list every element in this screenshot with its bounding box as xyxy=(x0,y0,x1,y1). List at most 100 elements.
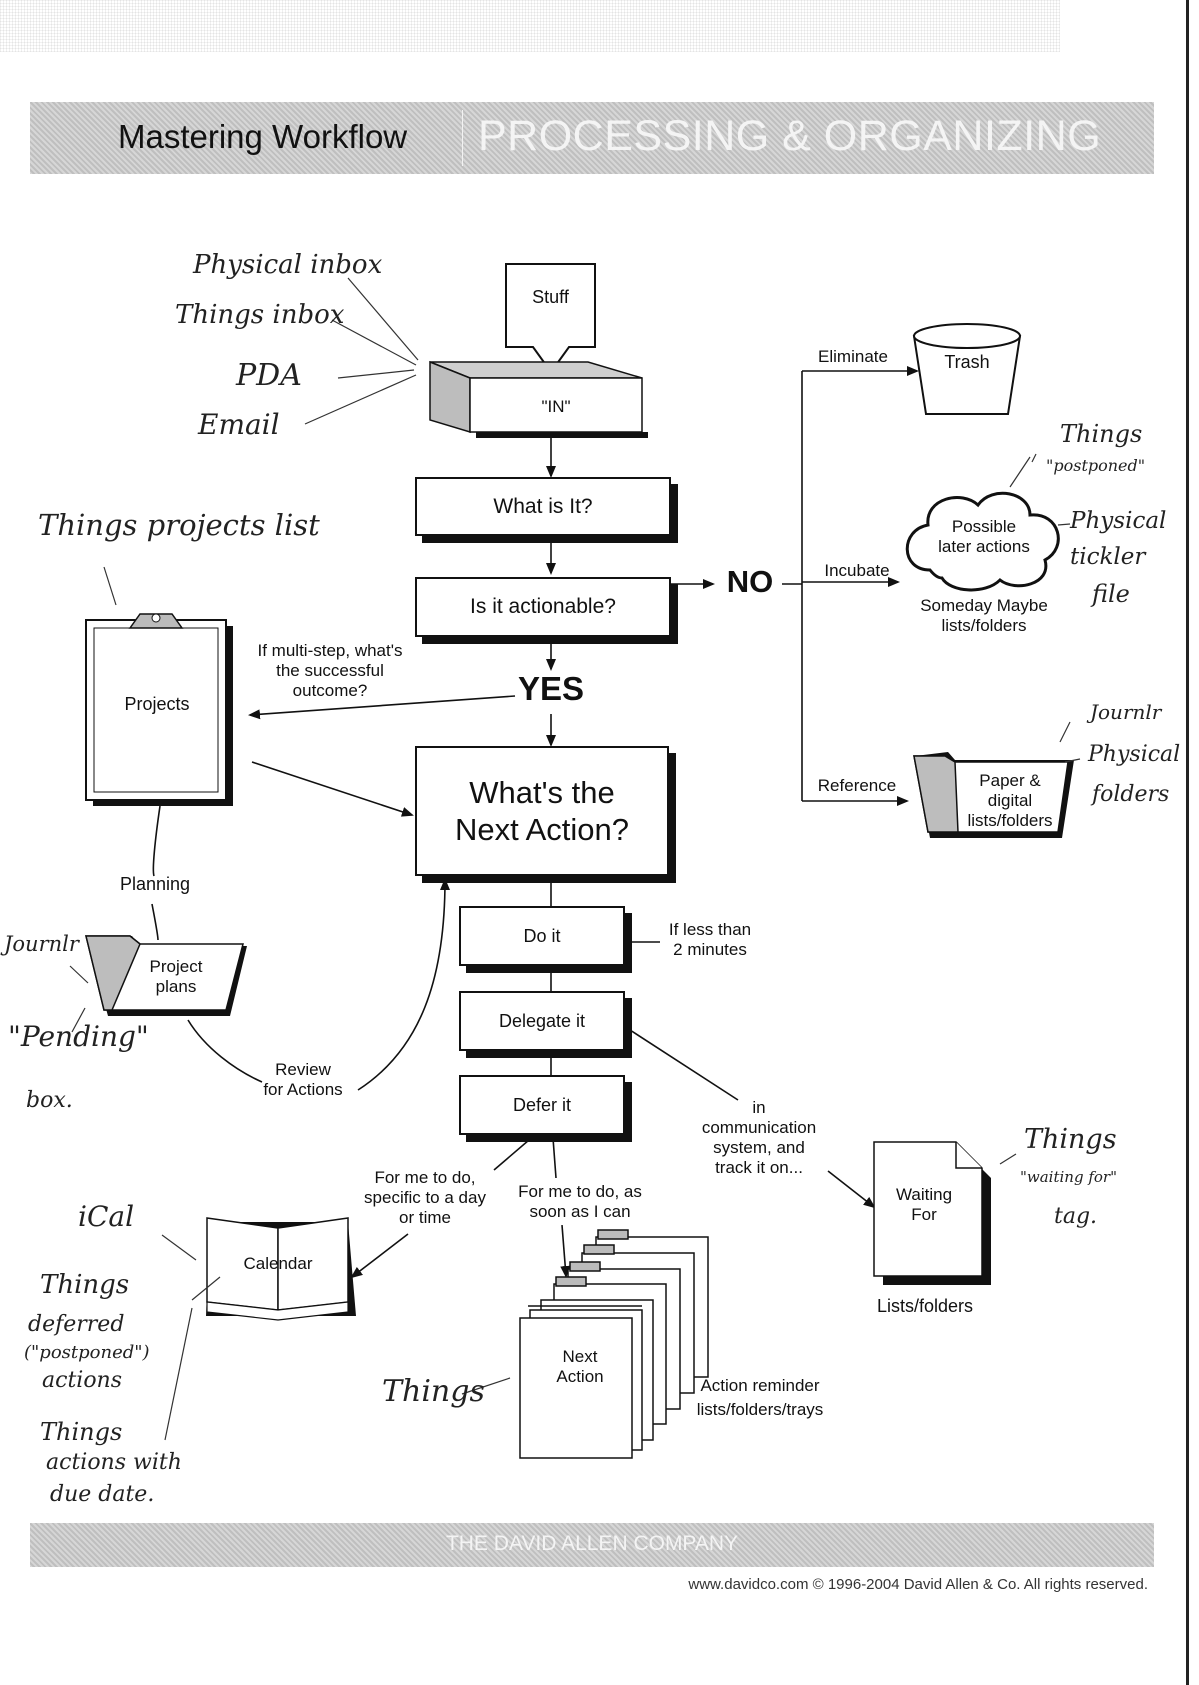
paper-line2: digital xyxy=(987,791,1033,810)
hand-folders-line2: folders xyxy=(1092,782,1170,807)
calendar-label: Calendar xyxy=(243,1254,313,1273)
multistep-line2: the successful xyxy=(276,661,384,680)
reminder-line2: lists/folders/trays xyxy=(696,1400,824,1419)
hand-journlr-left: Journlr xyxy=(4,932,79,956)
project-plans-line1: Project xyxy=(149,957,203,976)
me-soon-line1: For me to do, as xyxy=(518,1182,642,1201)
hand-postponed-line2: "postponed" xyxy=(1046,456,1146,475)
header-bar xyxy=(30,102,1154,174)
comm-line4: track it on... xyxy=(715,1158,803,1177)
next-action-line1: What's the xyxy=(469,775,615,810)
hand-journlr-right: Journlr xyxy=(1090,700,1162,724)
next-action-tray-line2: Action xyxy=(556,1367,604,1386)
reference-label: Reference xyxy=(817,776,897,795)
header-title: Mastering Workflow xyxy=(118,118,408,155)
reminder-line1: Action reminder xyxy=(700,1376,820,1395)
hand-due-line2: actions with xyxy=(46,1450,182,1475)
clipboard-shape xyxy=(85,613,233,806)
possible-line2: later actions xyxy=(938,537,1030,556)
in-label: "IN" xyxy=(541,397,571,416)
delegate-it-label: Delegate it xyxy=(498,1010,586,1031)
me-soon-line2: soon as I can xyxy=(529,1202,631,1221)
do-it-box: Do it xyxy=(459,906,625,966)
trash-label: Trash xyxy=(944,352,990,372)
planning-label: Planning xyxy=(119,874,191,894)
hand-folders-line1: Physical xyxy=(1088,742,1181,767)
comm-line3: system, and xyxy=(713,1138,805,1157)
footer-company: THE DAVID ALLEN COMPANY xyxy=(445,1532,739,1555)
header-divider xyxy=(462,110,463,166)
review-line2: for Actions xyxy=(263,1080,343,1099)
action-trays-shape xyxy=(519,1229,709,1459)
delegate-it-box: Delegate it xyxy=(459,991,625,1051)
scan-noise xyxy=(0,0,1060,52)
hand-waiting-tag-line1: Things xyxy=(1024,1124,1117,1155)
hand-email: Email xyxy=(198,408,280,441)
lists-folders-label: Lists/folders xyxy=(876,1296,974,1316)
hand-tickler-line3: file xyxy=(1092,580,1130,608)
hand-tickler-line2: tickler xyxy=(1070,544,1146,570)
waiting-line1: Waiting xyxy=(895,1185,953,1204)
multistep-line1: If multi-step, what's xyxy=(257,641,403,660)
hand-things-projects: Things projects list xyxy=(38,508,320,542)
header-subtitle: PROCESSING & ORGANIZING xyxy=(478,112,1102,160)
waiting-line2: For xyxy=(911,1205,937,1224)
hand-tickler-line1: Physical xyxy=(1070,508,1167,534)
less-than-line1: If less than xyxy=(668,920,752,939)
someday-line1: Someday Maybe xyxy=(920,596,1048,615)
eliminate-label: Eliminate xyxy=(818,347,888,366)
cloud-shape xyxy=(905,491,1060,592)
projects-label: Projects xyxy=(124,694,190,714)
page-edge xyxy=(1186,0,1189,1685)
hand-due-line1: Things xyxy=(40,1418,123,1446)
hand-things-inbox: Things inbox xyxy=(175,300,345,330)
hand-pending-line1: "Pending" xyxy=(8,1020,149,1053)
hand-ical: iCal xyxy=(78,1200,135,1233)
hand-deferred-line4: actions xyxy=(42,1368,123,1393)
calendar-book-shape xyxy=(206,1217,356,1321)
hand-waiting-tag-line3: tag. xyxy=(1054,1204,1098,1229)
review-line1: Review xyxy=(275,1060,331,1079)
stuff-label: Stuff xyxy=(532,287,569,307)
incubate-label: Incubate xyxy=(824,561,890,580)
actionable-label: Is it actionable? xyxy=(470,595,616,618)
me-day-line2: specific to a day xyxy=(364,1188,486,1207)
yes-label: YES xyxy=(517,670,585,707)
hand-deferred-line2: deferred xyxy=(28,1312,125,1337)
hand-postponed-line1: Things xyxy=(1060,420,1143,448)
footer-bar xyxy=(30,1523,1154,1567)
less-than-line2: 2 minutes xyxy=(673,940,747,959)
hand-pda: PDA xyxy=(236,358,302,393)
next-action-line2: Next Action? xyxy=(454,812,630,847)
footer-copyright: www.davidco.com © 1996-2004 David Allen … xyxy=(688,1576,1148,1593)
no-label: NO xyxy=(726,564,774,599)
stuff-arrow-shape xyxy=(505,263,596,374)
project-plans-line2: plans xyxy=(155,977,197,996)
possible-line1: Possible xyxy=(951,517,1017,536)
next-action-tray-line1: Next xyxy=(562,1347,598,1366)
hand-waiting-tag-line2: "waiting for" xyxy=(1020,1168,1117,1186)
waiting-page-shape xyxy=(873,1141,991,1285)
hand-deferred-line1: Things xyxy=(40,1270,130,1300)
someday-line2: lists/folders xyxy=(941,616,1027,635)
hand-pending-line2: box. xyxy=(26,1088,73,1113)
project-plans-folder-shape xyxy=(85,935,247,1016)
paper-line1: Paper & xyxy=(979,771,1041,790)
hand-physical-inbox: Physical inbox xyxy=(193,250,383,280)
what-is-it-label: What is It? xyxy=(493,494,593,518)
defer-it-box: Defer it xyxy=(459,1075,625,1135)
do-it-label: Do it xyxy=(523,925,561,946)
handwriting-pointers xyxy=(69,277,1081,1441)
me-day-line3: or time xyxy=(399,1208,451,1227)
defer-it-label: Defer it xyxy=(512,1094,572,1115)
actionable-box: Is it actionable? xyxy=(415,577,671,637)
in-tray-shape xyxy=(429,360,648,438)
comm-line1: in xyxy=(752,1098,766,1117)
hand-things-next: Things xyxy=(382,1374,485,1409)
hand-deferred-line3: ("postponed") xyxy=(24,1342,150,1363)
reference-folder-shape xyxy=(913,752,1074,838)
what-is-it-box: What is It? xyxy=(415,477,671,536)
me-day-line1: For me to do, xyxy=(374,1168,476,1187)
hand-due-line3: due date. xyxy=(50,1482,155,1507)
